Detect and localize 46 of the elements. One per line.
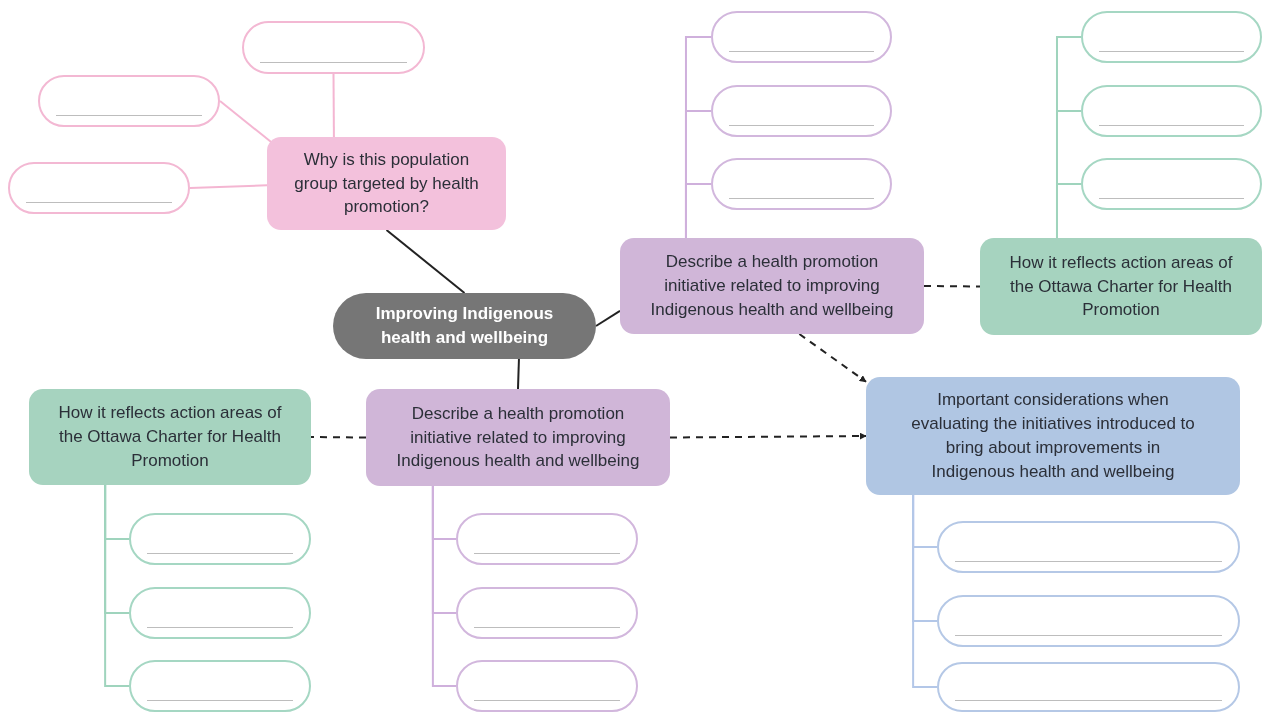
connector-line	[310, 436, 367, 439]
answer-box	[8, 162, 190, 214]
answer-box	[242, 21, 425, 74]
answer-box	[937, 595, 1240, 647]
topic-text: Describe a health promotion initiative related to improving Indigenous health and wellbeing	[649, 251, 895, 321]
topic-text: Describe a health promotion initiative related to improving Indigenous health and wellbeing	[395, 402, 641, 473]
topic-box	[620, 238, 924, 334]
answer-box	[1081, 158, 1262, 210]
answer-box	[1081, 11, 1262, 63]
connector-line	[684, 183, 712, 239]
topic-box	[267, 137, 506, 230]
connector-line	[385, 229, 466, 294]
answer-box	[711, 158, 892, 210]
topic-box	[980, 238, 1262, 335]
answer-box	[456, 660, 638, 712]
connector-line	[189, 184, 268, 189]
connector-line	[1056, 183, 1082, 239]
connector-line	[431, 485, 457, 687]
answer-box	[38, 75, 220, 127]
connector-line	[219, 100, 273, 144]
connector-line	[595, 309, 621, 327]
answer-box	[937, 521, 1240, 573]
topic-text: Important considerations when evaluating the initiatives introduced to bring about improvements in Indigenous health and wellbeing	[910, 389, 1196, 483]
answer-box	[711, 11, 892, 63]
topic-box	[366, 389, 670, 486]
arrow	[798, 333, 867, 383]
answer-box	[129, 513, 311, 565]
connector-line	[912, 494, 938, 688]
answer-box	[937, 662, 1240, 712]
topic-text: How it reflects action areas of the Ottawa Charter for Health Promotion	[1008, 251, 1234, 322]
answer-box	[456, 513, 638, 565]
connector-line	[517, 358, 520, 390]
answer-box	[129, 587, 311, 639]
connector-line	[332, 73, 335, 138]
answer-box	[456, 587, 638, 639]
connector-line	[104, 484, 130, 687]
connector-line	[923, 285, 981, 288]
topic-text: How it reflects action areas of the Ottawa Charter for Health Promotion	[57, 402, 283, 472]
arrow	[669, 432, 867, 440]
topic-text: Why is this population group targeted by health promotion?	[293, 148, 480, 219]
topic-box	[866, 377, 1240, 495]
answer-box	[711, 85, 892, 137]
topic-box	[29, 389, 311, 485]
topic-text: Improving Indigenous health and wellbeing	[374, 303, 555, 349]
answer-box	[129, 660, 311, 712]
answer-box	[1081, 85, 1262, 137]
